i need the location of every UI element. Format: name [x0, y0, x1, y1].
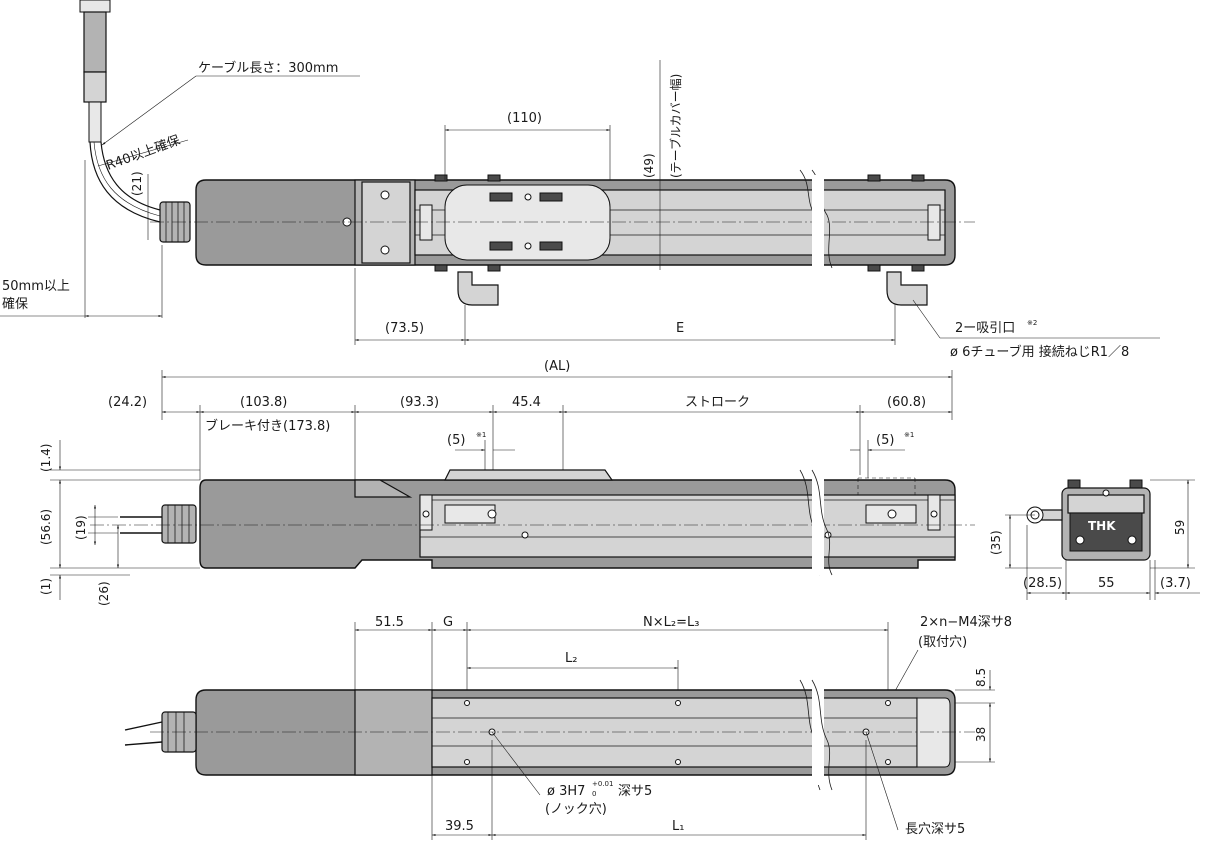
cable-connector	[79, 0, 111, 143]
brake: ブレーキ付き(173.8)	[205, 418, 330, 434]
dim-51-5: 51.5	[375, 615, 404, 630]
dim-35: (35)	[989, 530, 1003, 555]
cable-length: ケーブル長さ：300mm	[198, 60, 338, 76]
dim-21: (21)	[130, 171, 144, 196]
dim-5-left: (5)	[447, 433, 465, 448]
dim-E: E	[676, 321, 684, 336]
suction-fitting-right	[886, 271, 928, 306]
knock-tol-upper: +0.01	[592, 780, 613, 788]
dim-59: 59	[1173, 520, 1187, 535]
dim-26: (26)	[97, 581, 111, 606]
note1-right: ※1	[904, 431, 914, 439]
stroke: ストローク	[685, 395, 750, 410]
end-view: THK (35) 59 (28.5) 55 (3.7)	[989, 479, 1200, 600]
clearance-line2: 確保	[2, 296, 28, 312]
dim-8-5: 8.5	[974, 668, 988, 687]
dim-103-8: (103.8)	[240, 395, 287, 410]
dim-60-8: (60.8)	[887, 395, 926, 410]
dim-AL: (AL)	[544, 359, 570, 374]
dim-19: (19)	[74, 515, 88, 540]
dim-56-6: (56.6)	[39, 509, 53, 545]
bend-radius: R40以上確保	[104, 132, 182, 174]
slot: 長穴深サ5	[905, 822, 965, 837]
mount-holes-note: (取付穴)	[918, 635, 967, 650]
dim-49: (49)	[642, 153, 656, 178]
note1-left: ※1	[476, 431, 486, 439]
dim-1-4: (1.4)	[39, 444, 53, 472]
suction-note: ※2	[1027, 319, 1037, 327]
front-view: (AL) (24.2) (103.8) ブレーキ付き(173.8) (93.3)…	[39, 359, 975, 606]
dim-55: 55	[1098, 576, 1115, 591]
dim-3-7: (3.7)	[1160, 576, 1191, 591]
dim-24-2: (24.2)	[108, 395, 147, 410]
knock-note: (ノック穴)	[545, 802, 607, 817]
clearance-line1: 50mm以上	[2, 279, 70, 294]
table	[444, 184, 611, 261]
dim-G: G	[443, 615, 453, 630]
suction-port: 2ー吸引口	[955, 321, 1015, 336]
logo: THK	[1088, 519, 1116, 533]
dim-1: (1)	[39, 578, 53, 595]
dim-45-4: 45.4	[512, 395, 541, 410]
tube-spec: ø 6チューブ用 接続ねじR1／8	[950, 344, 1129, 360]
dim-39-5: 39.5	[445, 819, 474, 834]
table-cover-width: (テーブルカバー幅)	[668, 74, 683, 178]
cable-bend	[89, 141, 161, 223]
suction-fitting-left	[457, 271, 499, 306]
dim-5-right: (5)	[876, 433, 894, 448]
knock-depth: 深サ5	[618, 784, 652, 799]
bottom-view: 51.5 G N×L₂=L₃ L₂ 2×n−M4深サ8 (取付穴)	[124, 615, 1012, 840]
knock-hole: ø 3H7	[547, 784, 585, 799]
mount-holes: 2×n−M4深サ8	[920, 615, 1012, 630]
dim-L2: L₂	[565, 651, 577, 666]
knock-tol-lower: 0	[592, 790, 596, 798]
top-view: (110) (テーブルカバー幅) (49) (21) ケーブル長さ：300mm …	[0, 0, 1160, 360]
dim-38: 38	[974, 727, 988, 742]
dim-73-5: (73.5)	[385, 321, 424, 336]
dim-L1: L₁	[672, 819, 684, 834]
dim-110: (110)	[507, 111, 542, 126]
dim-NL2: N×L₂=L₃	[643, 615, 699, 630]
dim-93-3: (93.3)	[400, 395, 439, 410]
dim-28-5: (28.5)	[1023, 576, 1062, 591]
